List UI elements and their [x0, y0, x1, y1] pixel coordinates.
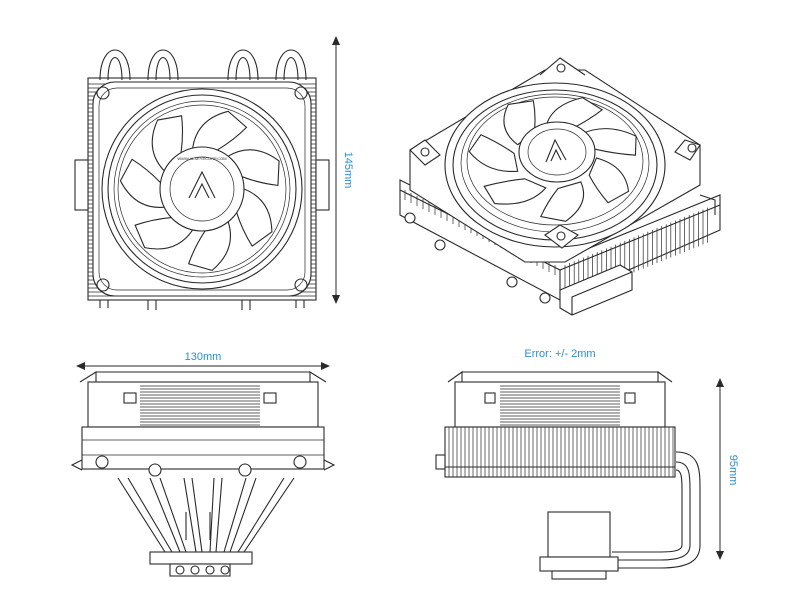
front-base: [149, 551, 253, 565]
side-fin-stack: [444, 426, 676, 478]
screw-icon: [294, 278, 308, 292]
base-plate: [559, 264, 633, 316]
bracket-right: [315, 159, 330, 211]
screw-icon: [238, 463, 252, 477]
bracket-left: [74, 159, 89, 211]
tolerance-label: Error: +/- 2mm: [524, 348, 595, 360]
depth-label: 95mm: [727, 455, 739, 486]
height-dimension: 145mm: [332, 36, 354, 304]
screw-icon: [539, 292, 551, 304]
screw-icon: [434, 239, 446, 251]
screw-icon: [96, 278, 110, 292]
hub-text: WWW.ALSEYECORP.COM: [177, 156, 226, 161]
side-base-block: [547, 511, 611, 558]
screw-icon: [294, 86, 308, 100]
depth-dimension: 95mm: [716, 378, 739, 560]
screw-icon: [148, 463, 162, 477]
screw-icon: [404, 212, 416, 224]
front-fan-body: [87, 381, 319, 428]
width-dimension: 130mm: [76, 351, 330, 370]
front-fin-block: [81, 426, 325, 470]
fan-hub: [159, 146, 245, 232]
screw-icon: [506, 276, 518, 288]
front-heatpipes: [117, 477, 295, 553]
screw-icon: [96, 86, 110, 100]
width-label: 130mm: [185, 351, 222, 363]
heatpipe-loops-top: [99, 49, 307, 81]
isometric-view: [399, 57, 721, 316]
front-fan-lines: [140, 385, 260, 426]
height-label: 145mm: [342, 152, 354, 189]
side-heatpipes: [560, 451, 701, 569]
top-view: WWW.ALSEYECORP.COM: [74, 49, 330, 310]
side-view: [435, 370, 701, 580]
logo-icon: [188, 170, 216, 199]
front-view: [70, 371, 336, 577]
logo-icon: [545, 138, 567, 163]
side-fin-lines: [445, 427, 675, 477]
fan-ring-outer: [101, 88, 303, 290]
screw-icon: [95, 455, 109, 469]
side-fan-body: [454, 381, 666, 428]
screw-icon: [293, 455, 307, 469]
pipe-stubs: [99, 300, 305, 310]
side-fan-lines: [500, 385, 620, 426]
